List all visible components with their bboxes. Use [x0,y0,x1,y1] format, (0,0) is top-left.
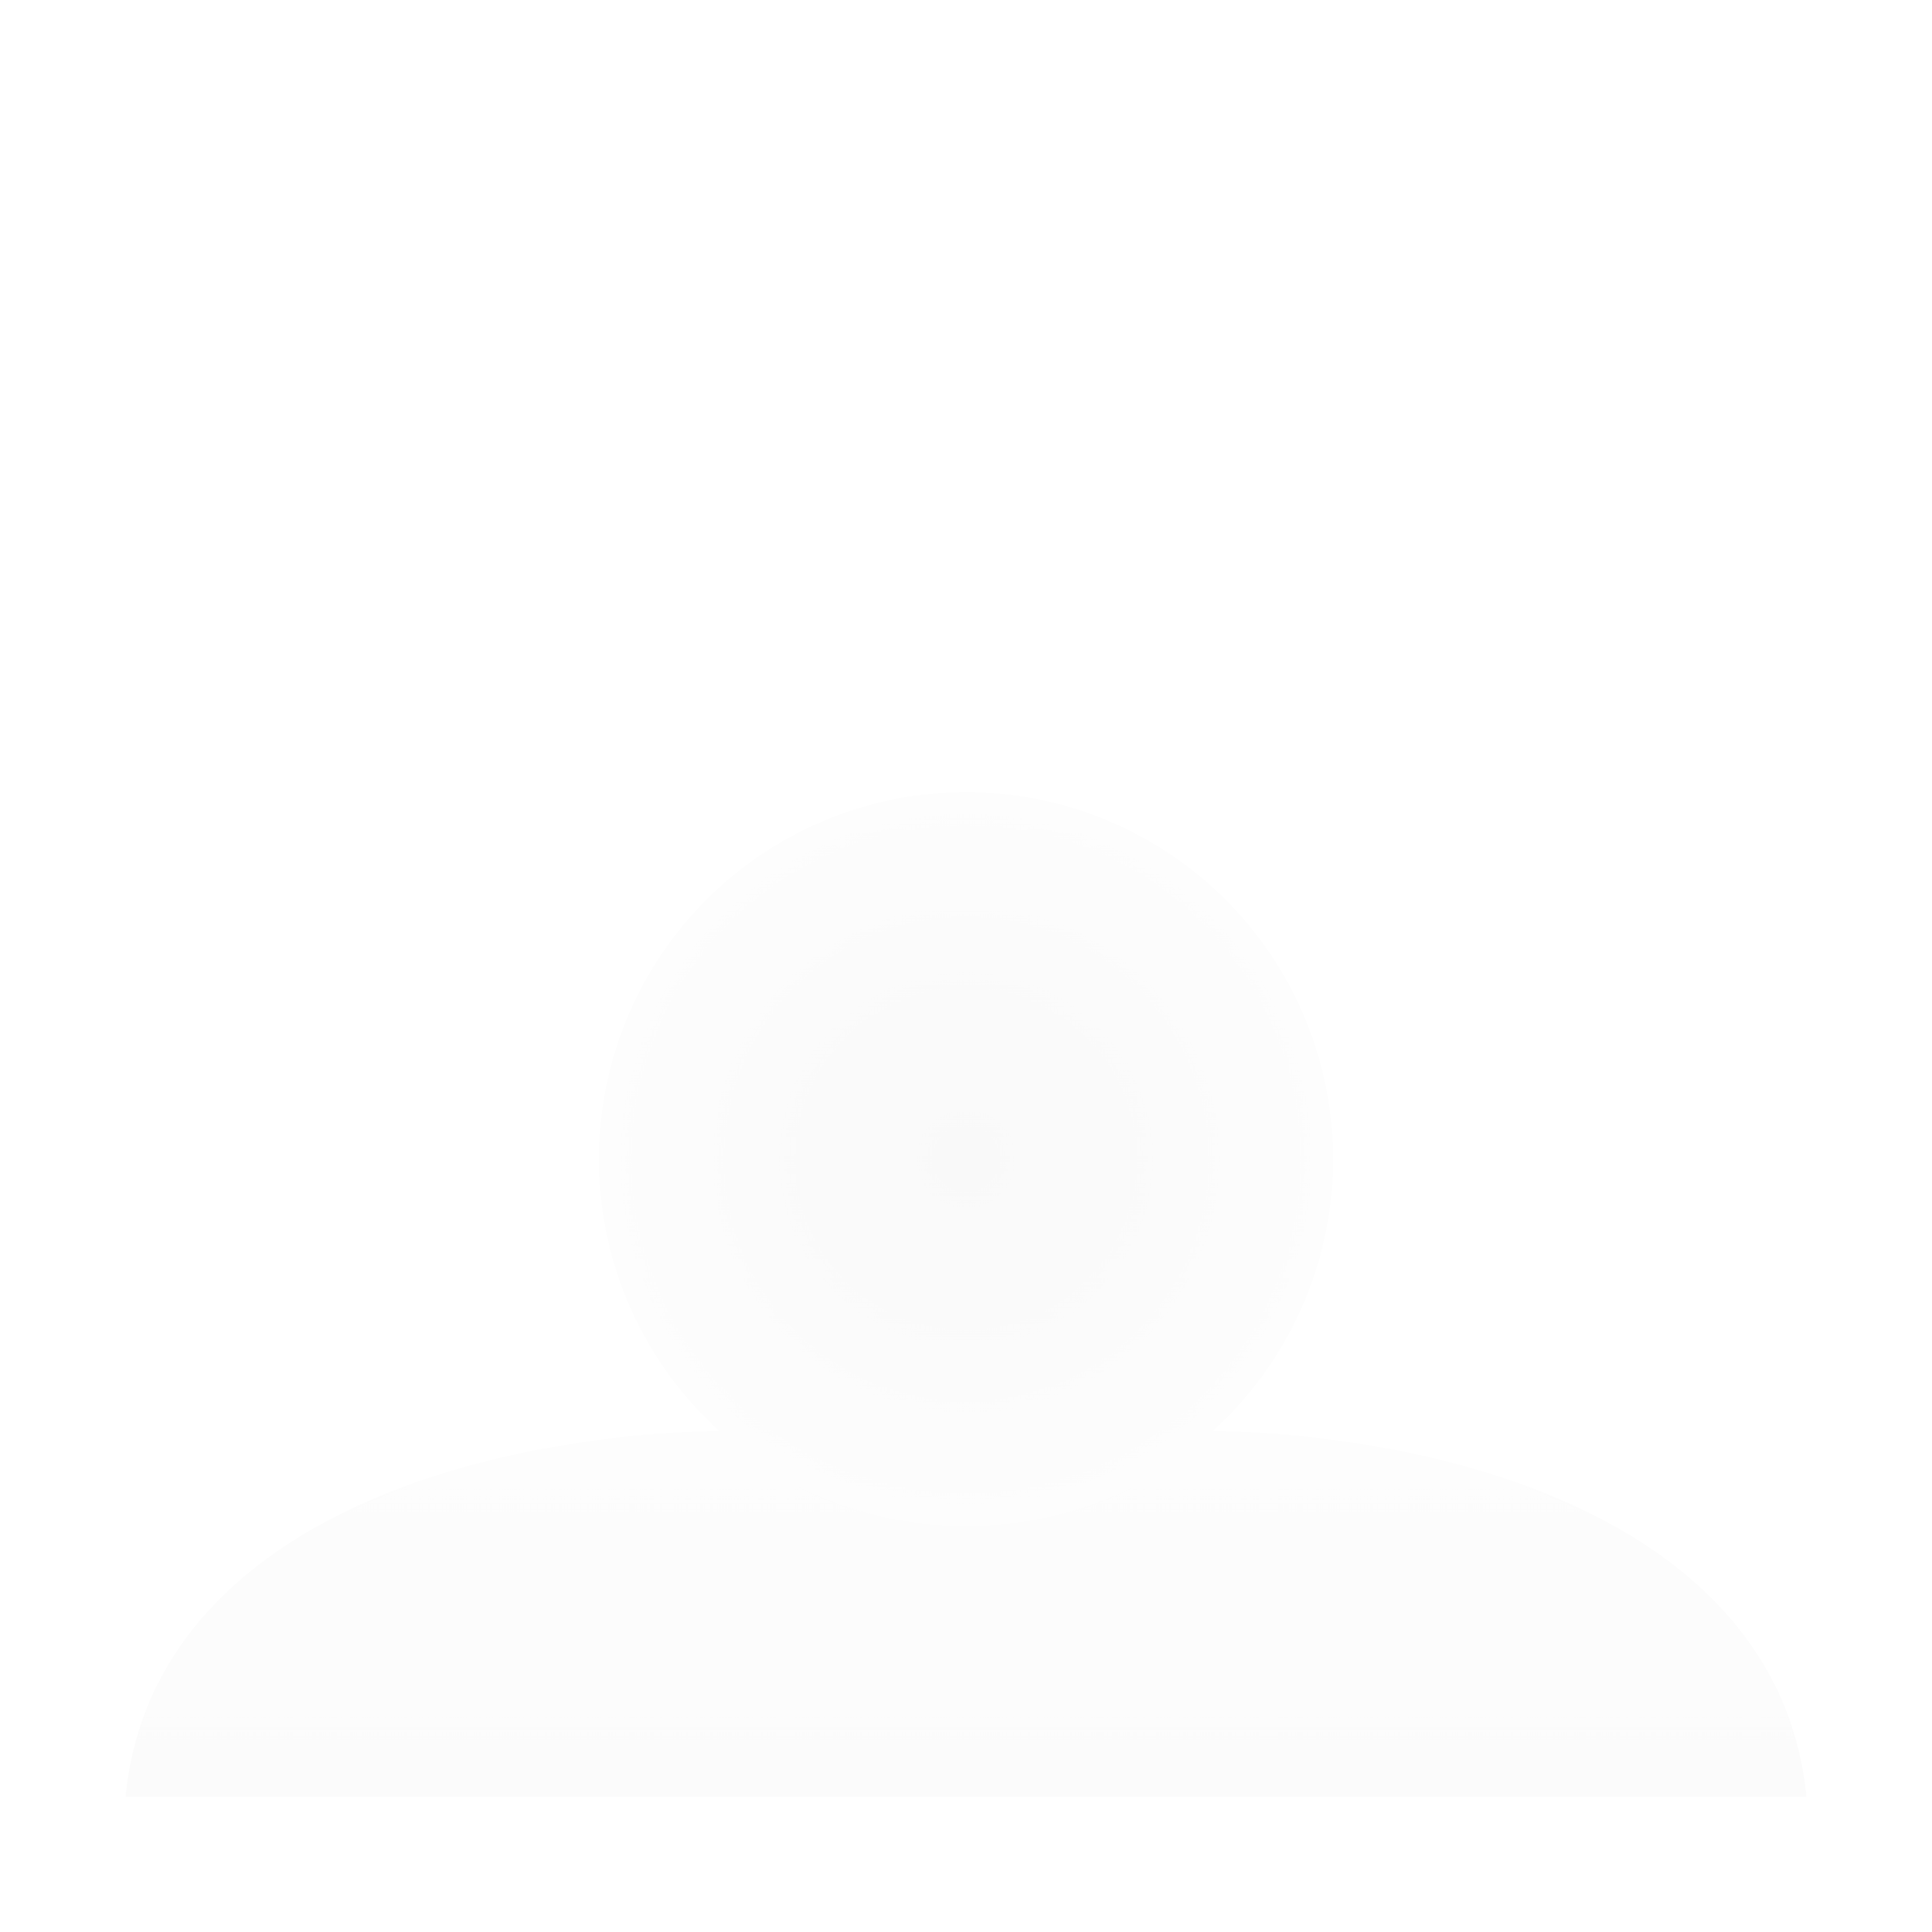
silhouette-body [126,1431,1806,1797]
silhouette-head [599,792,1333,1526]
